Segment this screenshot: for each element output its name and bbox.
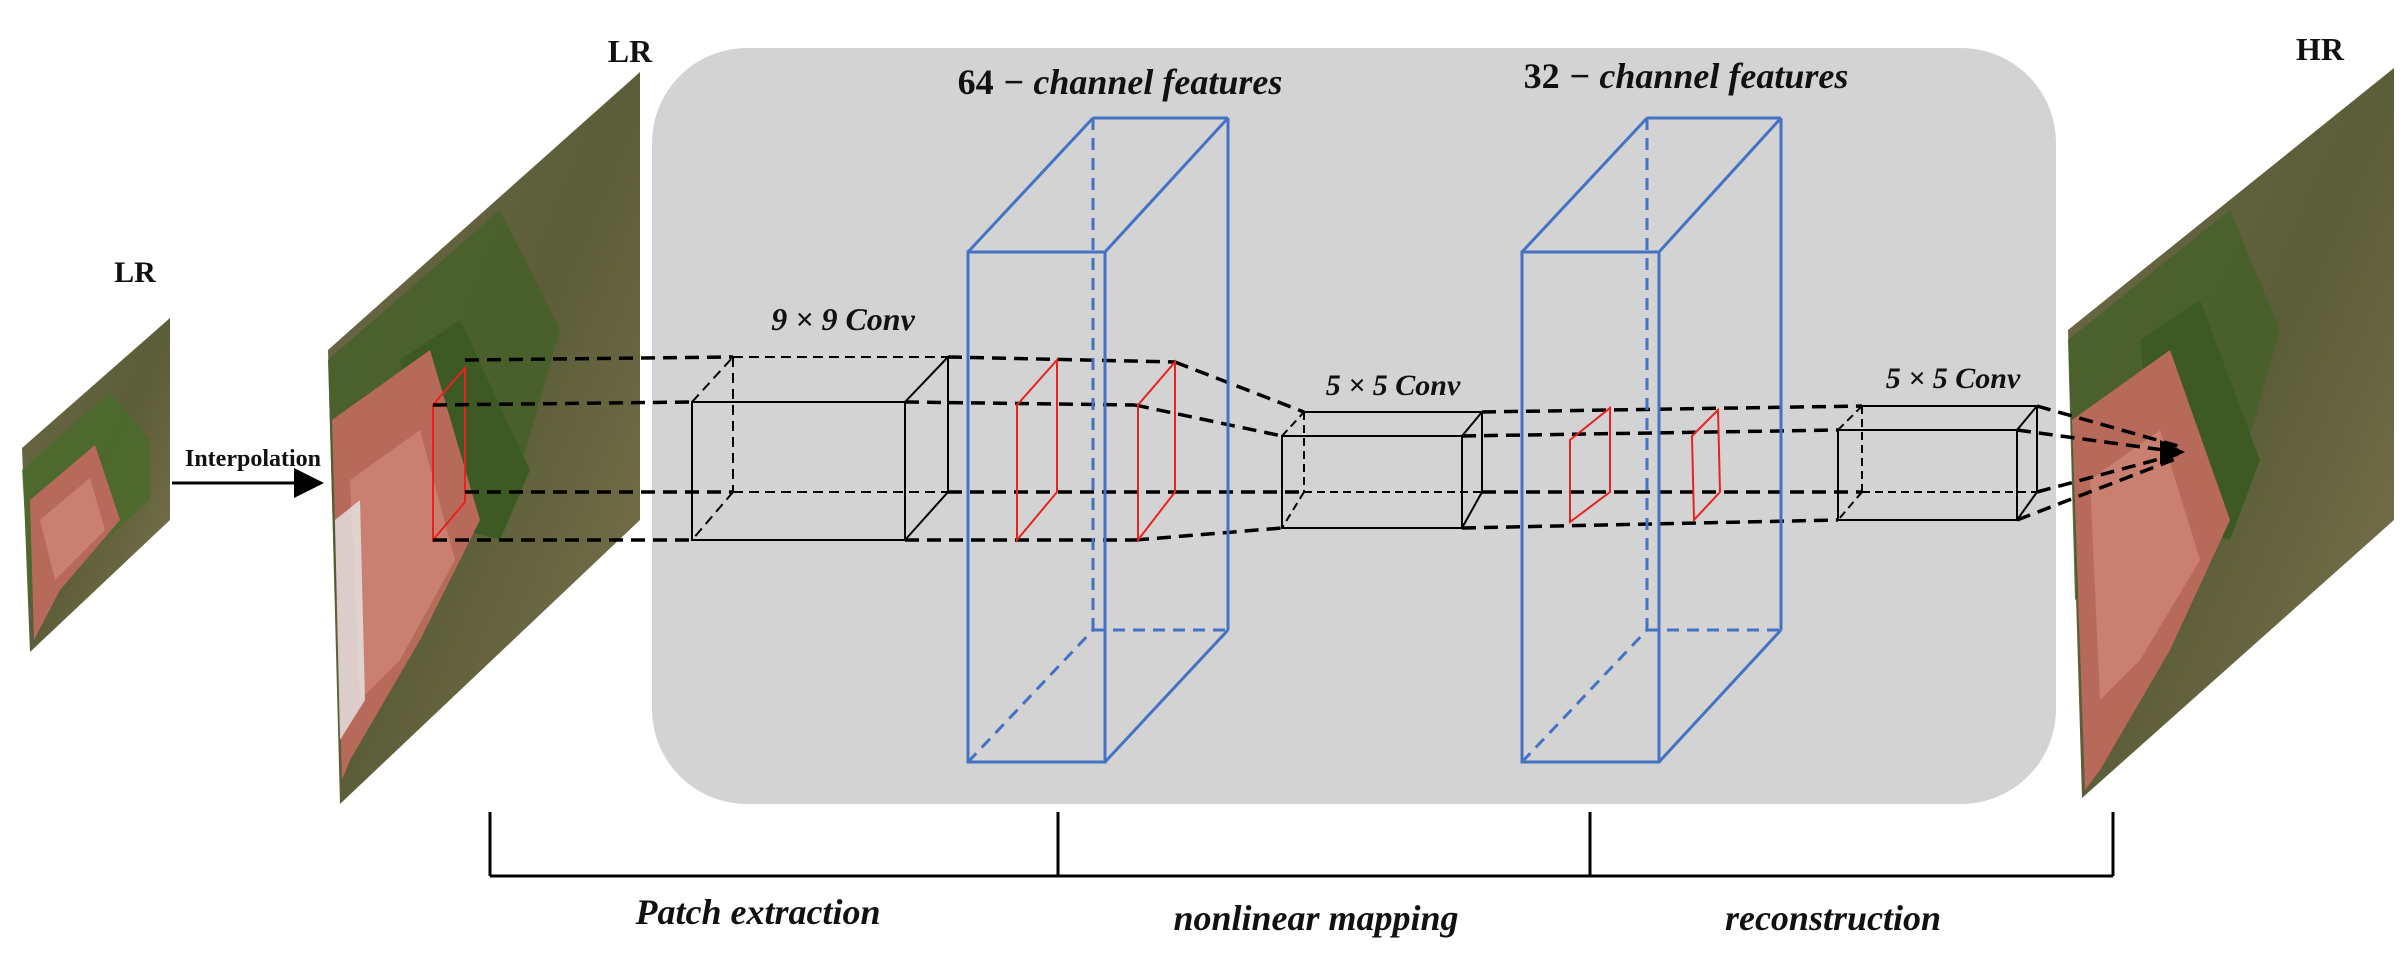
lr-small-label: LR	[114, 256, 156, 289]
conv1-label: 9 × 9 Conv	[771, 301, 915, 337]
conv2-box	[1281, 411, 1483, 529]
feature-block-64	[966, 116, 1230, 764]
stage-nonlinear-mapping: nonlinear mapping	[1173, 898, 1458, 938]
lr-large-label: LR	[608, 33, 653, 69]
conv3-box	[1837, 405, 2038, 521]
hr-image	[2068, 68, 2394, 798]
hr-label: HR	[2296, 31, 2345, 67]
feature-patch-32b	[1690, 407, 1722, 523]
network-panel	[652, 48, 2056, 804]
channels-64-label: 64 − channel features	[958, 62, 1283, 102]
feature-patch-32a	[1569, 405, 1611, 524]
stage-patch-extraction: Patch extraction	[635, 892, 881, 932]
feature-patch-64b	[1137, 359, 1176, 543]
conv2-label: 5 × 5 Conv	[1326, 369, 1461, 402]
feature-block-32	[1520, 116, 1783, 764]
channels-32-label: 32 − channel features	[1524, 56, 1849, 96]
channels-64-text: − channel features	[1003, 62, 1283, 102]
lr-small-image	[22, 318, 170, 652]
channels-32-text: − channel features	[1569, 56, 1849, 96]
conv1-box	[691, 356, 949, 541]
feature-patch-64a	[1016, 357, 1058, 543]
interpolation-label: Interpolation	[185, 446, 321, 472]
hr-arrowhead	[2160, 440, 2185, 464]
stage-brackets	[488, 812, 2115, 878]
lr-input-patch	[432, 365, 466, 543]
projection-lines	[432, 355, 2179, 542]
lr-large-image	[328, 72, 640, 804]
conv3-label: 5 × 5 Conv	[1886, 362, 2021, 395]
stage-reconstruction: reconstruction	[1725, 898, 1941, 938]
